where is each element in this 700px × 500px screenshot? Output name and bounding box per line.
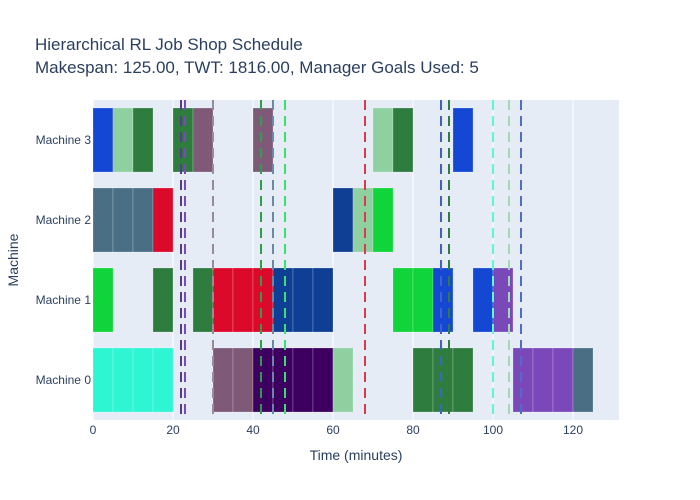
task-bar (392, 107, 414, 173)
y-axis-title: Machine (5, 233, 21, 286)
task-bar (92, 267, 114, 333)
task-bar (212, 267, 234, 333)
task-bar (292, 267, 314, 333)
y-tick-label: Machine 0 (36, 373, 92, 387)
y-tick-label: Machine 3 (36, 133, 92, 147)
task-bar (332, 347, 354, 413)
task-bar (312, 267, 334, 333)
x-tick-label: 20 (166, 423, 180, 437)
task-bar (572, 347, 594, 413)
y-tick-label: Machine 1 (36, 293, 92, 307)
task-bar (92, 347, 114, 413)
task-bar (412, 347, 434, 413)
task-bar (332, 187, 354, 253)
chart-subtitle: Makespan: 125.00, TWT: 1816.00, Manager … (35, 58, 479, 77)
task-bars (92, 107, 594, 413)
task-bar (132, 187, 154, 253)
x-tick-labels: 0 20 40 60 80 100 120 (90, 423, 584, 437)
task-bar (252, 347, 274, 413)
task-bar (192, 107, 214, 173)
task-bar (152, 347, 174, 413)
task-bar (112, 187, 134, 253)
task-bar (252, 107, 274, 173)
task-bar (292, 347, 314, 413)
task-bar (172, 107, 194, 173)
x-tick-label: 120 (563, 423, 583, 437)
task-bar (552, 347, 574, 413)
task-bar (212, 347, 234, 413)
task-bar (252, 267, 274, 333)
deadline-lines (180, 100, 522, 420)
x-tick-label: 80 (406, 423, 420, 437)
task-bar (392, 267, 414, 333)
task-bar (452, 107, 474, 173)
task-bar (232, 347, 254, 413)
x-tick-label: 40 (246, 423, 260, 437)
task-bar (112, 347, 134, 413)
task-bar (152, 187, 174, 253)
task-bar (372, 107, 394, 173)
task-bar (232, 267, 254, 333)
task-bar (452, 347, 474, 413)
task-bar (92, 187, 114, 253)
task-bar (312, 347, 334, 413)
x-axis-title: Time (minutes) (310, 447, 403, 463)
task-bar (272, 267, 294, 333)
task-bar (192, 267, 214, 333)
task-bar (132, 107, 154, 173)
x-tick-label: 60 (326, 423, 340, 437)
x-tick-label: 100 (483, 423, 503, 437)
chart-title: Hierarchical RL Job Shop Schedule (35, 35, 303, 54)
y-tick-label: Machine 2 (36, 213, 92, 227)
task-bar (352, 187, 374, 253)
task-bar (272, 347, 294, 413)
task-bar (152, 267, 174, 333)
y-tick-labels: Machine 0 Machine 1 Machine 2 Machine 3 (36, 133, 92, 387)
task-bar (512, 347, 534, 413)
task-bar (112, 107, 134, 173)
task-bar (92, 107, 114, 173)
task-bar (132, 347, 154, 413)
task-bar (532, 347, 554, 413)
task-bar (412, 267, 434, 333)
task-bar (472, 267, 494, 333)
x-tick-label: 0 (90, 423, 97, 437)
task-bar (372, 187, 394, 253)
